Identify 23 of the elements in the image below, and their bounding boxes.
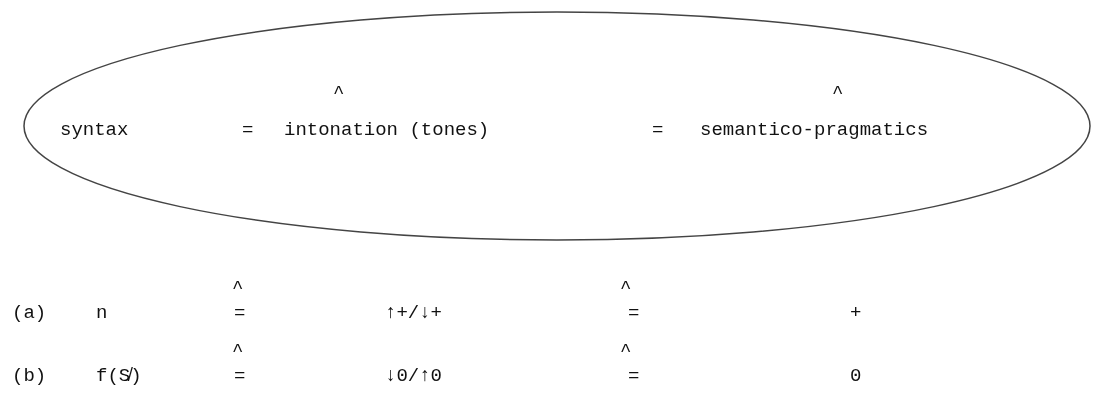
- hat-symbol: ^: [232, 277, 244, 299]
- hat-symbol: ^: [333, 82, 345, 104]
- table-cell: 0: [850, 365, 862, 387]
- table-cell: +: [850, 302, 862, 324]
- row-marker: (b): [12, 365, 47, 387]
- equals-sign: =: [628, 365, 640, 387]
- equals-sign: =: [652, 119, 664, 141]
- hat-symbol: ^: [620, 277, 632, 299]
- equals-sign: =: [234, 365, 246, 387]
- table-cell: f(S̸): [96, 365, 142, 387]
- equals-sign: =: [628, 302, 640, 324]
- hat-symbol: ^: [620, 340, 632, 362]
- row-marker: (a): [12, 302, 47, 324]
- equals-sign: =: [242, 119, 254, 141]
- node-text: syntax: [60, 119, 129, 141]
- hat-symbol: ^: [232, 340, 244, 362]
- hat-symbol: ^: [832, 82, 844, 104]
- node-text: intonation (tones): [284, 119, 490, 141]
- node-text: semantico-pragmatics: [700, 119, 929, 141]
- table-cell: n: [96, 302, 108, 324]
- equals-sign: =: [234, 302, 246, 324]
- table-cell: ↑+/↓+: [385, 302, 442, 324]
- table-cell: ↓0/↑0: [385, 365, 442, 387]
